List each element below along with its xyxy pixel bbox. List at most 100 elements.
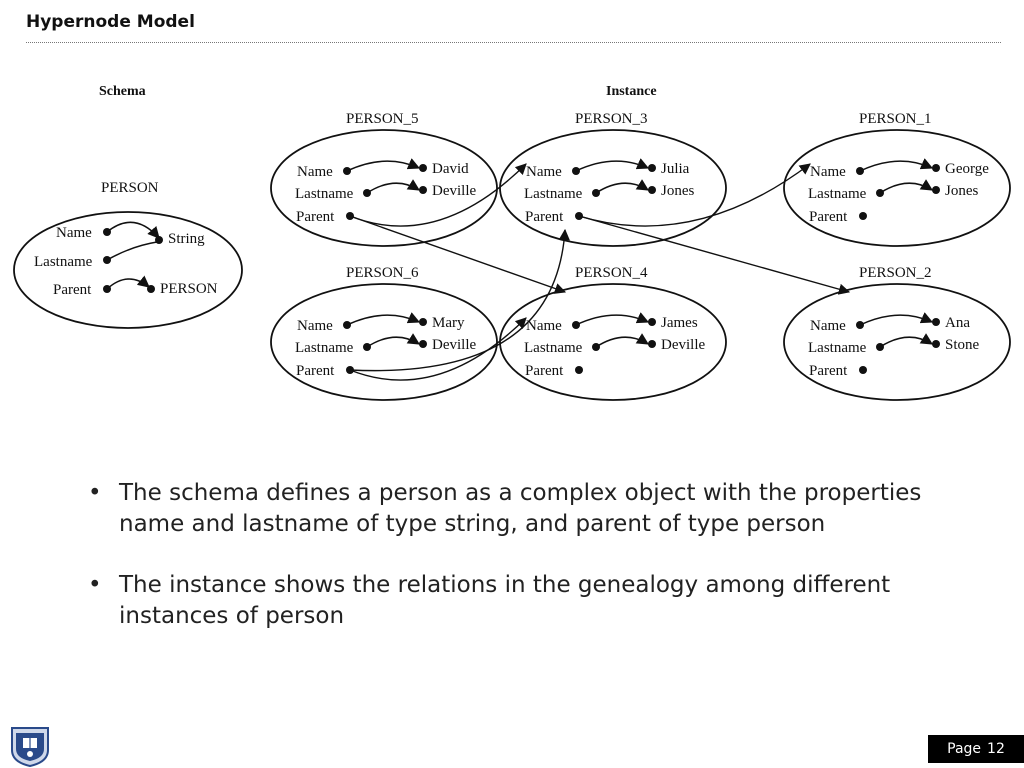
schema-attr-arrow [106, 241, 158, 261]
schema-type-dot [147, 285, 155, 293]
person-field-label: Parent [525, 363, 564, 379]
person-value-dot [419, 340, 427, 348]
person-field-label: Lastname [295, 340, 354, 356]
schema-type-label: PERSON [160, 281, 218, 297]
person-node-ellipse [270, 283, 498, 401]
person-field-arrow [346, 312, 421, 326]
instance-heading: Instance [606, 84, 657, 99]
parent-link-arrow [349, 163, 527, 227]
person-field-arrow [879, 179, 934, 194]
person-value-dot [648, 164, 656, 172]
parent-link-arrow [349, 215, 567, 294]
person-field-dot [575, 366, 583, 374]
person-value-dot [648, 186, 656, 194]
person-field-label: Lastname [808, 340, 867, 356]
person-field-label: Parent [809, 363, 848, 379]
person-value-dot [419, 186, 427, 194]
person-field-arrow [859, 158, 934, 172]
person-field-label: Name [526, 318, 562, 334]
person-field-label: Lastname [295, 186, 354, 202]
person-field-label: Parent [809, 209, 848, 225]
person-value-dot [648, 340, 656, 348]
person-node-title: PERSON_6 [346, 265, 419, 281]
person-value-dot [648, 318, 656, 326]
parent-link-arrow [578, 163, 811, 227]
person-field-arrow [859, 312, 934, 326]
hypernode-diagram: Schema Instance PERSON Name String Lastn… [13, 84, 1011, 401]
person-node-ellipse [499, 283, 727, 401]
person-node-ellipse [270, 129, 498, 247]
person-node-title: PERSON_5 [346, 111, 419, 127]
person-field-arrow [879, 333, 934, 348]
person-field-value: George [945, 161, 989, 177]
person-field-value: Stone [945, 337, 980, 353]
person-node-title: PERSON_3 [575, 111, 648, 127]
parent-link-arrow [578, 215, 851, 295]
person-field-arrow [595, 179, 650, 194]
person-field-value: Ana [945, 315, 970, 331]
person-node-title: PERSON_1 [859, 111, 932, 127]
person-field-dot [859, 366, 867, 374]
person-field-arrow [366, 179, 421, 194]
bullet-item: The schema defines a person as a complex… [88, 478, 938, 540]
person-field-label: Name [526, 164, 562, 180]
person-field-label: Parent [296, 363, 335, 379]
person-field-value: David [432, 161, 469, 177]
page-label: Page [947, 741, 982, 757]
page-number-badge: Page 12 [928, 735, 1024, 763]
bullet-item: The instance shows the relations in the … [88, 570, 938, 632]
person-field-dot [859, 212, 867, 220]
person-field-value: Mary [432, 315, 465, 331]
person-field-label: Lastname [524, 340, 583, 356]
person-field-label: Name [810, 318, 846, 334]
person-field-value: Deville [432, 183, 476, 199]
person-field-arrow [346, 158, 421, 172]
title-divider [26, 42, 1001, 43]
schema-person-ellipse [13, 211, 243, 329]
person-node-ellipse [783, 283, 1011, 401]
person-field-value: Jones [945, 183, 978, 199]
person-value-dot [932, 186, 940, 194]
person-field-value: Julia [661, 161, 690, 177]
schema-type-label: String [168, 231, 205, 247]
person-field-label: Parent [296, 209, 335, 225]
schema-heading: Schema [99, 84, 146, 99]
schema-person-title: PERSON [101, 180, 159, 196]
parent-link-arrow [349, 228, 570, 372]
parent-link-layer [349, 163, 851, 381]
person-node-title: PERSON_2 [859, 265, 932, 281]
university-emblem-icon [11, 727, 49, 768]
person-value-dot [419, 318, 427, 326]
schema-attr-label: Parent [53, 282, 92, 298]
person-field-arrow [366, 333, 421, 348]
person-value-dot [932, 340, 940, 348]
person-field-arrow [575, 312, 650, 326]
schema-person-node: PERSON Name String Lastname Parent PERSO… [13, 180, 243, 329]
slide-title: Hypernode Model [26, 12, 195, 32]
person-value-dot [419, 164, 427, 172]
person-node-title: PERSON_4 [575, 265, 648, 281]
person-field-label: Name [297, 164, 333, 180]
person-field-label: Name [810, 164, 846, 180]
person-field-value: Deville [661, 337, 705, 353]
person-field-value: James [661, 315, 698, 331]
person-field-label: Lastname [524, 186, 583, 202]
person-field-label: Parent [525, 209, 564, 225]
person-node-ellipse [499, 129, 727, 247]
person-field-value: Jones [661, 183, 694, 199]
person-field-arrow [575, 158, 650, 172]
person-value-dot [932, 318, 940, 326]
person-field-value: Deville [432, 337, 476, 353]
person-field-label: Lastname [808, 186, 867, 202]
bullet-list: The schema defines a person as a complex… [88, 478, 938, 662]
schema-attr-arrow [106, 275, 150, 290]
person-value-dot [932, 164, 940, 172]
page-number: 12 [987, 741, 1005, 757]
person-node-ellipse [783, 129, 1011, 247]
schema-attr-arrow [106, 221, 160, 239]
schema-attr-label: Name [56, 225, 92, 241]
